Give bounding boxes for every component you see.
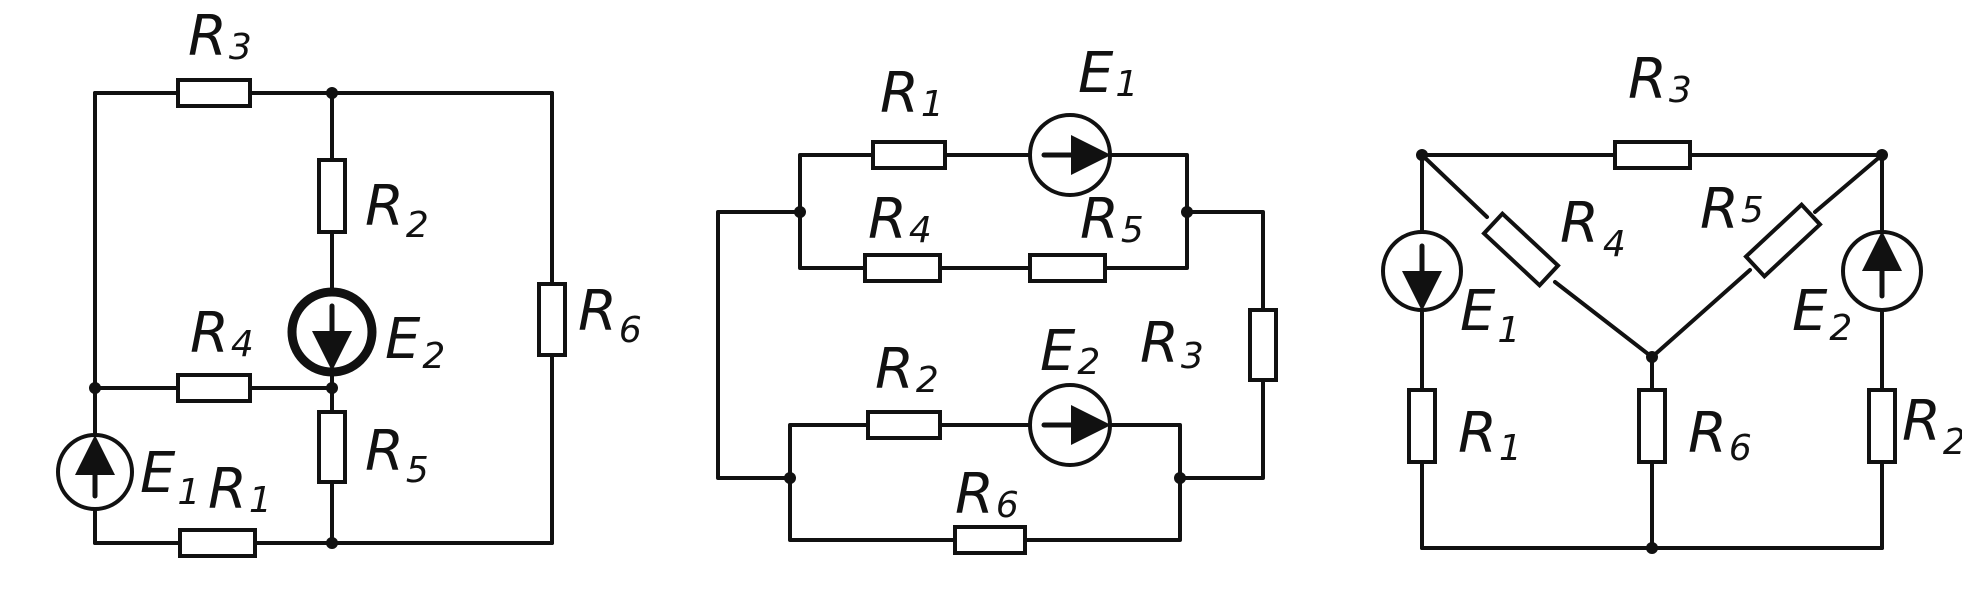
c2-node [1181,206,1193,218]
c2-node [1174,472,1186,484]
c1-label-r1: R1 [208,457,272,522]
c1-label-r4: R4 [190,301,254,366]
c1-label-r2: R2 [365,174,429,246]
circuit-2: R1 E1 R4 R5 R3 R2 E2 R6 [716,41,1278,555]
c1-label-e1: E1 [140,441,200,513]
c3-node [1646,351,1658,363]
c3-resistor-r3 [1613,140,1692,170]
c2-resistor-r4 [863,253,942,283]
c2-label-r6: R6 [955,462,1019,527]
c3-wire-diag-right [1650,153,1884,359]
c3-label-r1: R1 [1458,401,1522,469]
c3-node [1416,149,1428,161]
c2-resistor-r5 [1028,253,1107,283]
c3-label-r5: R5 [1700,177,1764,242]
c2-label-r3: R3 [1140,311,1204,377]
c2-label-r4: R4 [868,187,932,252]
c1-resistor-r6 [537,282,567,357]
c3-resistor-r6 [1637,388,1667,464]
c1-resistor-r3 [176,78,252,108]
c2-resistor-r2 [866,410,942,440]
c2-wire-right-outer [1178,210,1265,480]
c2-label-e2: E2 [1040,319,1100,384]
c1-resistor-r4 [176,373,252,403]
c1-resistor-r5 [317,410,347,484]
circuit-3: R3 R4 R5 E1 E2 R1 R6 R2 [1381,47,1962,554]
c2-resistor-r1 [871,140,947,170]
c3-resistor-r5 [1743,201,1823,280]
c2-wire-top-branch [798,153,1189,214]
c2-wire-left-outer [716,210,802,480]
c3-node [1646,542,1658,554]
c3-wire-diag-left [1420,153,1654,359]
c1-resistor-r2 [317,158,347,234]
c1-label-r3: R3 [188,4,252,69]
c3-resistor-r1 [1407,388,1437,464]
c3-resistor-r4 [1481,210,1561,289]
c1-resistor-r1 [178,528,257,558]
c1-label-e2: E2 [385,307,445,377]
c2-wire-r6-branch [788,476,1182,542]
c2-wire-r2-branch [788,423,1182,480]
c2-resistor-r6 [953,525,1027,555]
c2-node [794,206,806,218]
c1-label-r6: R6 [578,279,642,351]
c1-node [326,87,338,99]
c3-label-r2: R2 [1902,389,1962,463]
circuit-1: R3 R2 E2 R6 R4 R5 E1 R1 [56,4,642,558]
c1-label-r5: R5 [365,419,429,491]
c2-resistor-r3 [1248,308,1278,382]
c3-label-r3: R3 [1628,47,1692,112]
c1-node [326,537,338,549]
c2-label-r5: R5 [1080,187,1144,252]
c3-label-r6: R6 [1688,401,1752,469]
c3-node [1876,149,1888,161]
c3-label-e1: E1 [1460,279,1520,351]
c2-label-e1: E1 [1078,41,1138,106]
c3-resistor-r2 [1867,388,1897,464]
c2-wire-mid-branch [798,210,1189,270]
c1-node [326,382,338,394]
c2-label-r1: R1 [880,61,944,126]
c2-label-r2: R2 [875,337,939,402]
c3-label-e2: E2 [1792,279,1852,349]
c1-node [89,382,101,394]
c2-node [784,472,796,484]
